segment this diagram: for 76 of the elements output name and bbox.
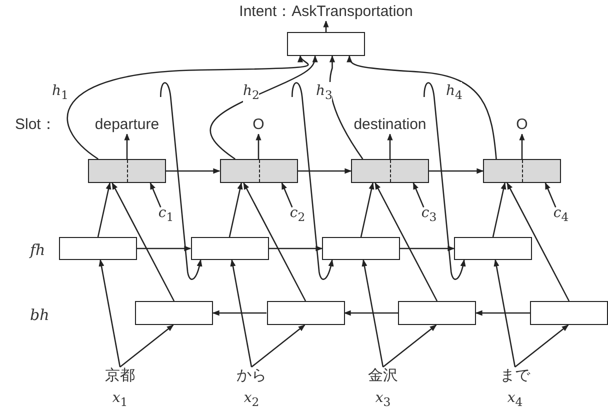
arrow bbox=[97, 182, 112, 238]
hidden-state-box bbox=[322, 237, 400, 260]
word-label: から bbox=[236, 367, 266, 385]
arrow bbox=[400, 246, 455, 252]
cell-state-label: c$_{1}$ bbox=[158, 204, 174, 226]
hidden-state-box bbox=[454, 237, 532, 260]
arrow bbox=[150, 182, 162, 208]
arrow bbox=[492, 182, 506, 238]
hidden-state-box bbox=[59, 237, 137, 260]
arrow bbox=[251, 324, 306, 368]
arrow bbox=[424, 82, 466, 280]
arrow bbox=[137, 246, 192, 252]
slot-cell-box bbox=[220, 159, 298, 183]
arrow bbox=[228, 182, 243, 238]
arrow bbox=[519, 133, 525, 159]
arrow bbox=[360, 182, 374, 238]
variable-label: x$_{4}$ bbox=[507, 389, 523, 409]
arrow bbox=[243, 182, 306, 302]
arrow bbox=[212, 310, 266, 316]
arrow bbox=[160, 82, 202, 280]
cell-state-label: c$_{4}$ bbox=[553, 204, 569, 226]
layer-label: bh bbox=[30, 306, 50, 324]
arrow bbox=[298, 168, 352, 174]
arrow bbox=[362, 259, 384, 368]
slot-label: destination bbox=[352, 116, 428, 134]
arrow bbox=[382, 324, 437, 368]
slot-label: O bbox=[515, 116, 529, 134]
edge-label: h$_{3}$ bbox=[316, 82, 332, 104]
arrow bbox=[387, 133, 393, 159]
arrow bbox=[268, 246, 323, 252]
word-label: まで bbox=[500, 367, 530, 385]
row-label: Slot： bbox=[15, 116, 56, 134]
arrow bbox=[281, 182, 293, 208]
cell-state-label: c$_{2}$ bbox=[290, 204, 306, 226]
hidden-state-box bbox=[266, 301, 344, 325]
arrow bbox=[412, 182, 424, 208]
arrow bbox=[98, 259, 121, 368]
arrow bbox=[475, 310, 530, 316]
slot-cell-box bbox=[88, 159, 166, 183]
arrow bbox=[323, 20, 329, 32]
arrow bbox=[329, 55, 364, 160]
hidden-state-box bbox=[398, 301, 476, 325]
cell-state-label: c$_{3}$ bbox=[421, 204, 437, 226]
word-label: 京都 bbox=[105, 367, 135, 385]
arrow bbox=[124, 133, 130, 159]
hidden-state-box bbox=[530, 301, 608, 325]
arrow bbox=[292, 82, 334, 280]
arrow bbox=[347, 55, 497, 160]
arrow bbox=[506, 182, 570, 302]
hidden-state-box bbox=[190, 237, 268, 260]
arrow bbox=[374, 182, 438, 302]
arrow bbox=[230, 259, 252, 368]
arrow bbox=[494, 259, 516, 368]
slot-cell-box bbox=[351, 159, 429, 183]
layer-label: fh bbox=[30, 241, 46, 259]
edge-label: h$_{2}$ bbox=[243, 82, 260, 104]
arrow bbox=[166, 168, 220, 174]
arrow bbox=[120, 324, 174, 368]
slot-label: departure bbox=[94, 116, 160, 134]
variable-label: x$_{2}$ bbox=[244, 389, 260, 409]
arrow bbox=[210, 55, 318, 160]
arrow bbox=[544, 182, 556, 208]
slot-cell-box bbox=[483, 159, 561, 183]
variable-label: x$_{1}$ bbox=[112, 389, 128, 409]
arrow bbox=[429, 168, 484, 174]
arrow bbox=[256, 133, 262, 159]
arrow bbox=[514, 324, 569, 368]
intent-label: Intent：AskTransportation bbox=[238, 3, 414, 21]
arrow bbox=[112, 182, 175, 302]
hidden-state-box bbox=[135, 301, 213, 325]
intent-box bbox=[287, 32, 365, 56]
arrow bbox=[344, 310, 398, 316]
slot-label: O bbox=[252, 116, 266, 134]
variable-label: x$_{3}$ bbox=[375, 389, 391, 409]
word-label: 金沢 bbox=[368, 367, 398, 385]
arrow bbox=[67, 55, 308, 160]
